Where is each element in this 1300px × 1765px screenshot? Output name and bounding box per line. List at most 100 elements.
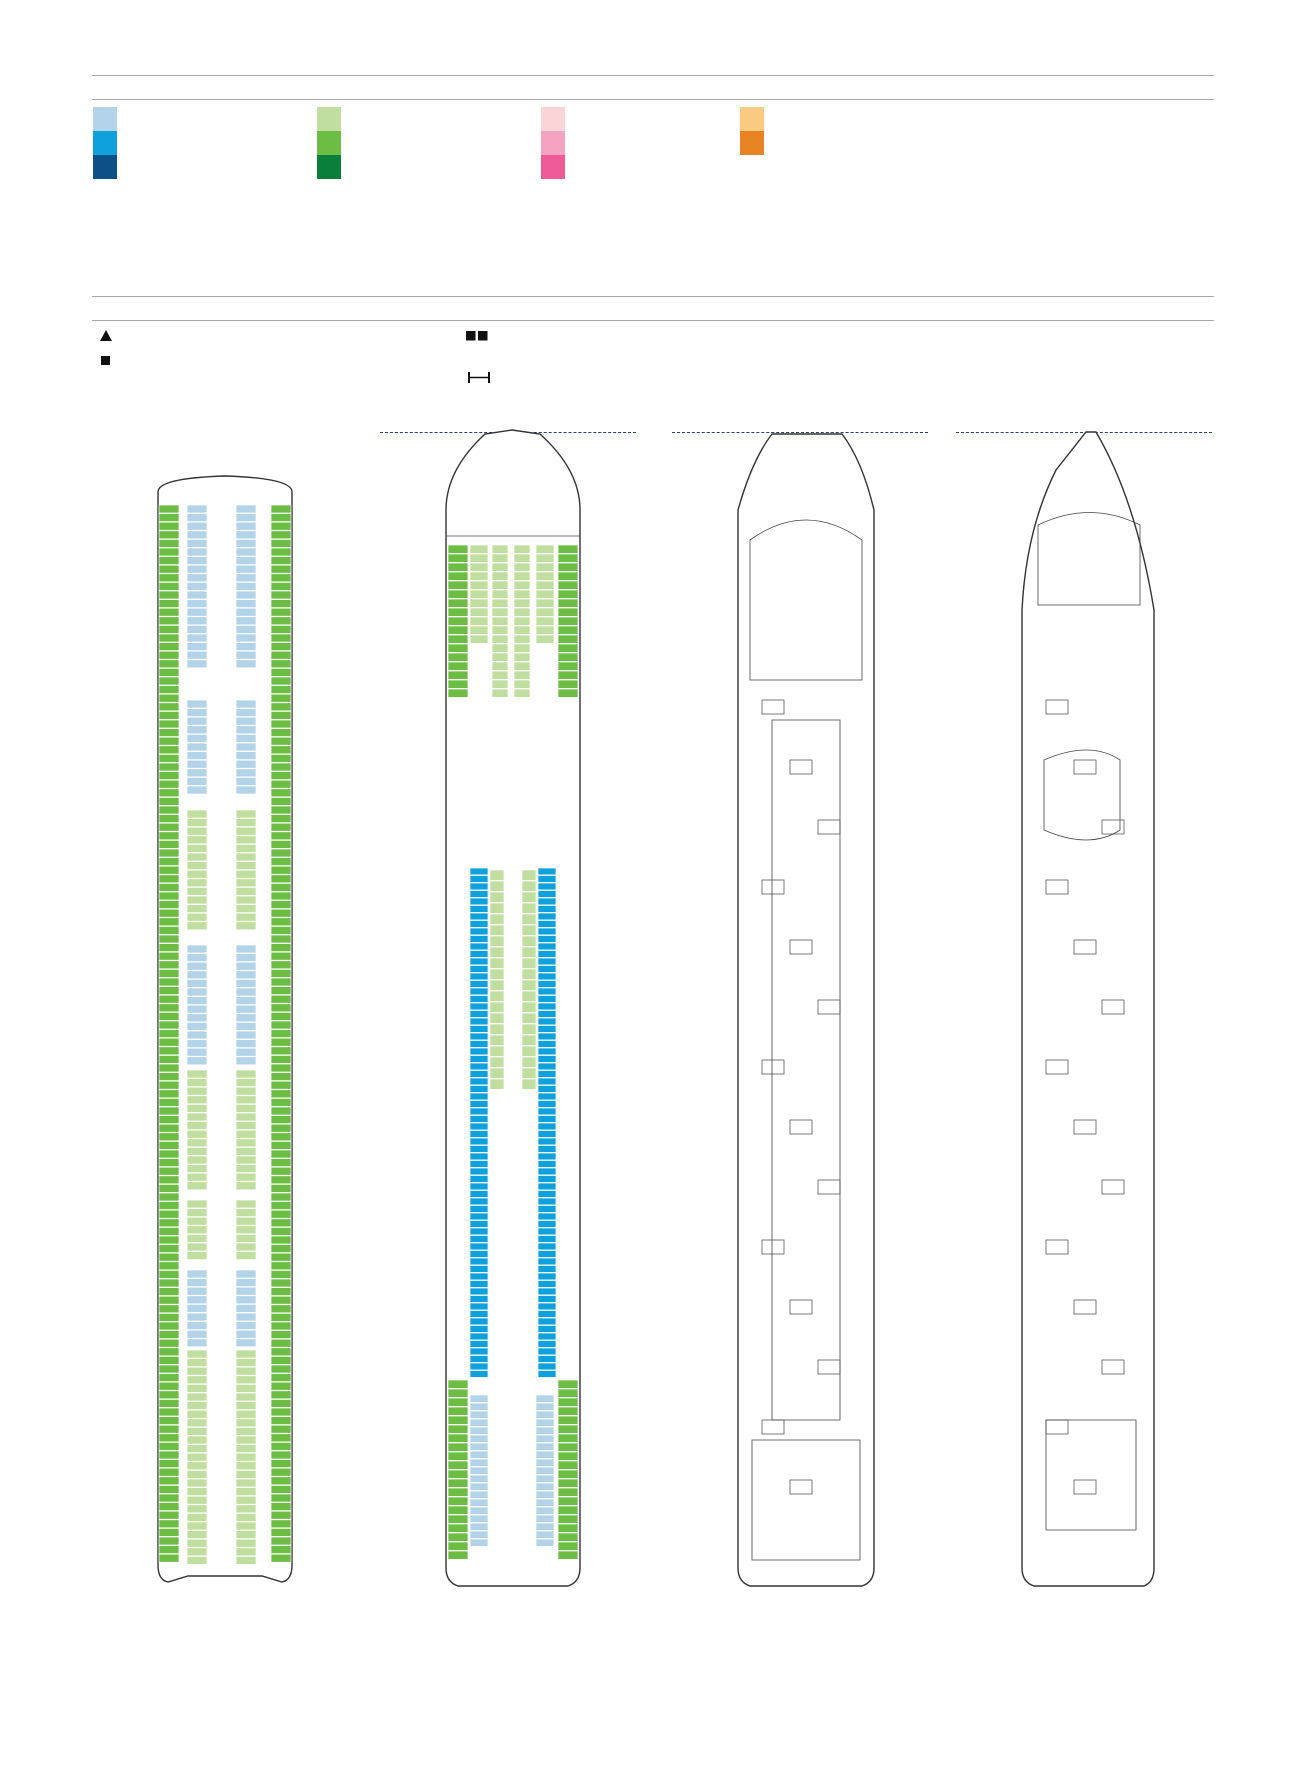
cabin-cell — [158, 633, 180, 643]
cabin-cell — [235, 1147, 257, 1156]
cabin-cell — [186, 887, 208, 896]
cabin-cell — [537, 942, 557, 951]
cabin-cell — [158, 1003, 180, 1013]
cabin-cell — [537, 890, 557, 898]
cabin-cell — [186, 895, 208, 905]
cabin-cell — [186, 1435, 208, 1445]
cabin-cell — [491, 643, 509, 653]
top-rule-2 — [92, 99, 1214, 100]
cabin-cell — [270, 521, 292, 531]
cabin-cell — [537, 1190, 557, 1198]
cabin-cell — [469, 1458, 489, 1467]
cabin-cell — [235, 1427, 257, 1436]
cabin-cell — [270, 1003, 292, 1013]
cabin-cell — [491, 598, 509, 608]
cabin-cell — [537, 1347, 557, 1356]
cabin-cell — [186, 573, 208, 583]
cabin-cell — [557, 688, 579, 698]
stair-block — [1045, 699, 1069, 715]
cabin-cell — [235, 1078, 257, 1087]
cabin-cell — [235, 699, 257, 709]
cabin-cell — [537, 920, 557, 928]
cabin-cell — [235, 1022, 257, 1031]
cabin-cell — [186, 979, 208, 988]
cabin-cell — [491, 634, 509, 644]
cabin-cell — [235, 734, 257, 743]
cabin-cell — [235, 1530, 257, 1539]
cabin-cell — [235, 530, 257, 540]
cabin-cell — [158, 762, 180, 772]
stair-block — [1045, 879, 1069, 895]
cabin-cell — [557, 670, 579, 680]
cabin-cell — [235, 659, 257, 669]
cabin-cell — [158, 1528, 180, 1537]
cabin-cell — [469, 1160, 489, 1168]
cabin-cell — [521, 968, 537, 980]
cabin-cell — [235, 742, 257, 752]
cabin-cell — [158, 1184, 180, 1193]
cabin-cell — [535, 571, 555, 581]
triangle-icon — [100, 330, 112, 341]
cabin-cell — [469, 1175, 489, 1183]
cabin-cell — [158, 1244, 180, 1253]
cabin-cell — [270, 1141, 292, 1150]
cabin-cell — [537, 1242, 557, 1251]
cabin-cell — [270, 736, 292, 746]
cabin-cell — [158, 926, 180, 935]
cabin-cell — [270, 1270, 292, 1279]
cabin-cell — [270, 762, 292, 772]
cabin-cell — [469, 890, 489, 898]
cabin-cell — [270, 1313, 292, 1322]
cabin-cell — [270, 530, 292, 540]
cabin-cell — [557, 1424, 579, 1434]
cabin-cell — [270, 1012, 292, 1021]
cabin-cell — [235, 777, 257, 786]
cabin-cell — [186, 1164, 208, 1173]
cabin-cell — [158, 1416, 180, 1425]
cabin-cell — [186, 768, 208, 778]
cabin-cell — [557, 1550, 579, 1560]
cabin-cell — [469, 1010, 489, 1018]
cabin-cell — [535, 562, 555, 572]
cabin-cell — [270, 1442, 292, 1451]
cabin-cell — [235, 996, 257, 1005]
cabin-cell — [235, 1338, 257, 1348]
cabin-cell — [186, 564, 208, 574]
cabin-cell — [186, 1452, 208, 1462]
cabin-cell — [186, 1242, 208, 1252]
cabin-cell — [235, 1039, 257, 1048]
cabin-cell — [469, 1370, 489, 1378]
cabin-cell — [513, 562, 531, 572]
cabin-cell — [235, 1164, 257, 1173]
cabin-cell — [469, 942, 489, 951]
cabin-cell — [447, 643, 469, 653]
cabin-cell — [535, 589, 555, 599]
cabin-cell — [469, 1490, 489, 1499]
cabin-cell — [537, 867, 557, 876]
cabin-cell — [557, 1514, 579, 1524]
cabin-cell — [186, 751, 208, 760]
cabin-cell — [158, 1407, 180, 1417]
cabin-cell — [469, 1418, 489, 1427]
cabin-cell — [186, 953, 208, 962]
cabin-cell — [469, 1522, 489, 1531]
cabin-cell — [270, 1424, 292, 1434]
cabin-cell — [447, 1388, 469, 1398]
cabin-cell — [537, 1047, 557, 1056]
cabin-cell — [469, 920, 489, 928]
cabin-cell — [270, 917, 292, 927]
cabin-cell — [158, 1201, 180, 1210]
cabin-cell — [186, 725, 208, 735]
cabin-cell — [270, 693, 292, 703]
cabin-cell — [270, 840, 292, 849]
cabin-cell — [489, 1001, 505, 1013]
cabin-cell — [469, 1466, 489, 1475]
cabin-cell — [235, 1269, 257, 1279]
cabin-cell — [557, 616, 579, 626]
cabin-cell — [270, 1459, 292, 1468]
cabin-cell — [158, 1020, 180, 1030]
cabin-cell — [186, 659, 208, 669]
cabin-cell — [186, 1172, 208, 1182]
cabin-cell — [158, 1356, 180, 1365]
cabin-cell — [537, 1287, 557, 1296]
